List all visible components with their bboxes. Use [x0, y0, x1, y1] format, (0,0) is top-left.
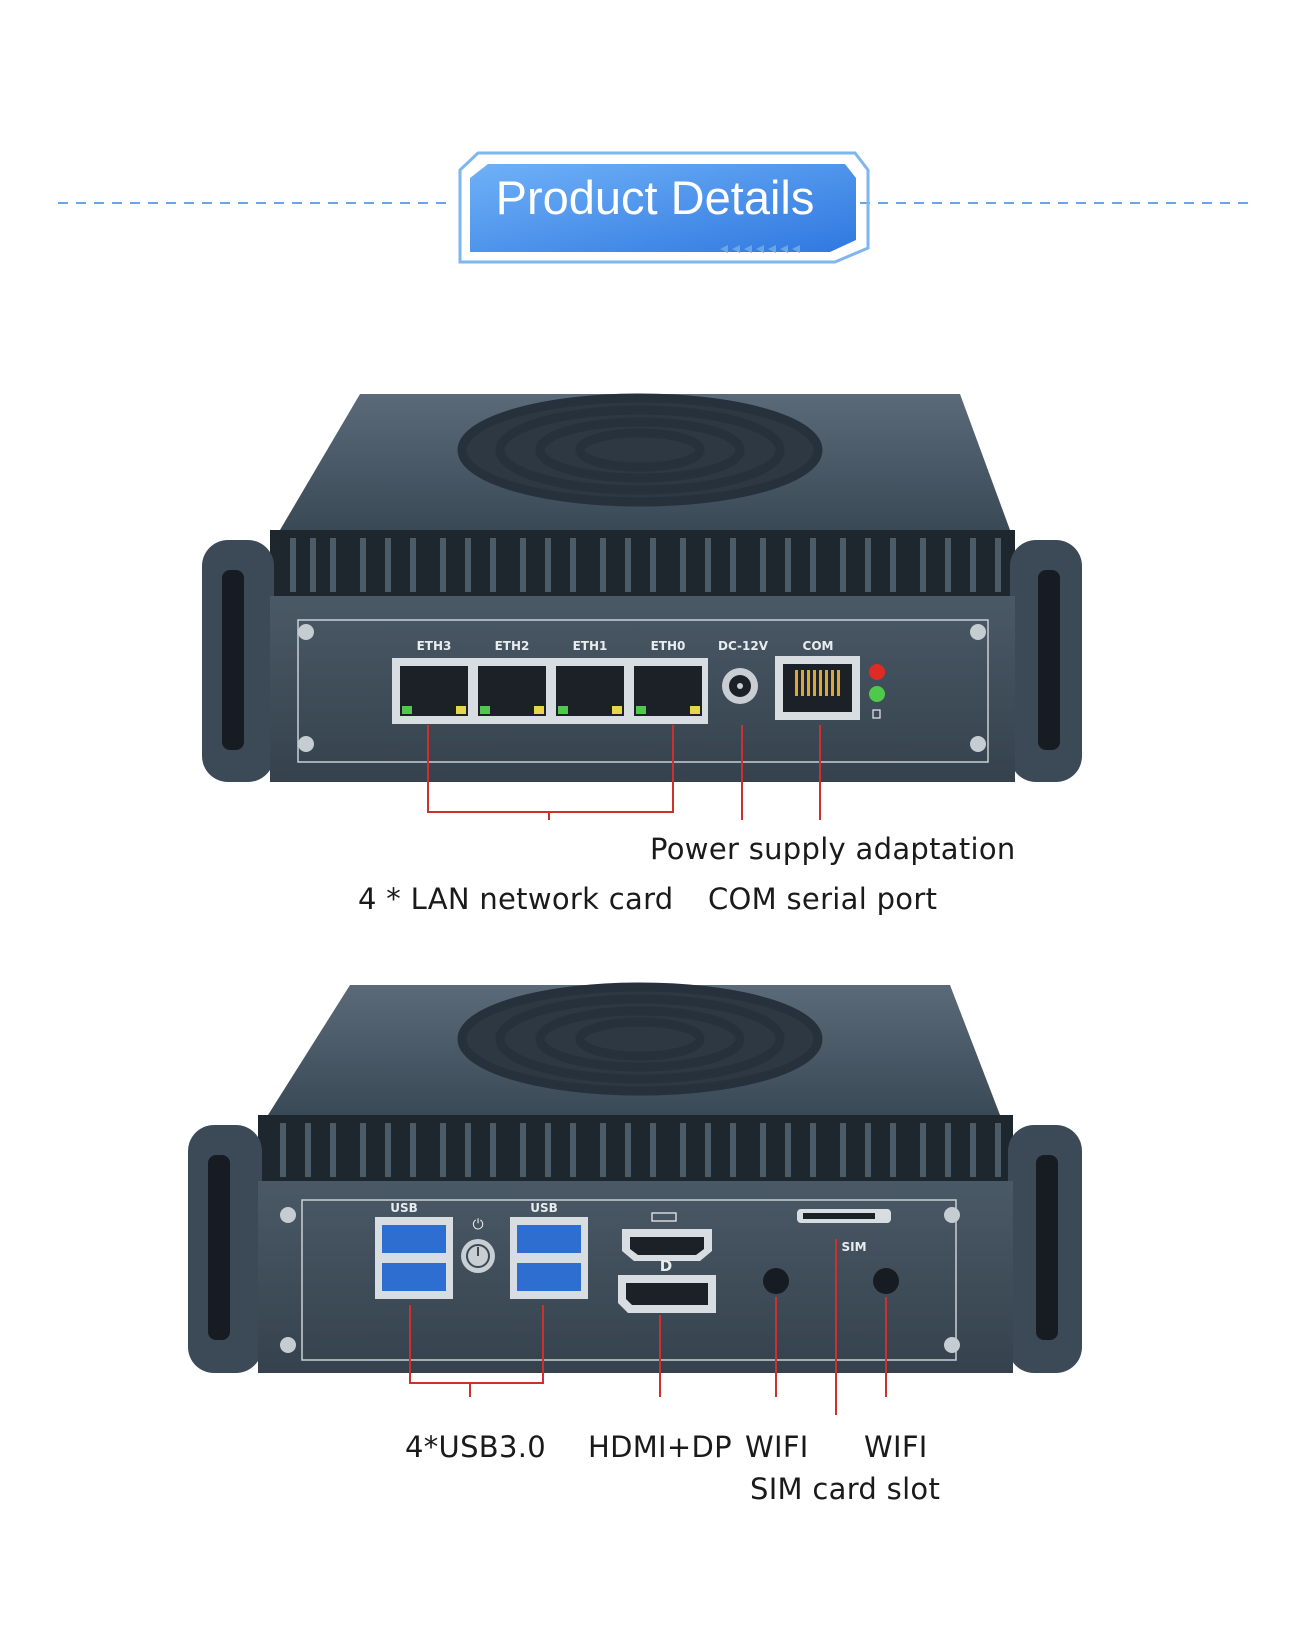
hdd-icon — [872, 709, 881, 719]
header-plate — [470, 164, 856, 252]
callout-wifi-right: WIFI — [864, 1430, 928, 1464]
callout-wifi-left: WIFI — [745, 1430, 809, 1464]
dp-logo-icon: D — [660, 1257, 672, 1275]
header-banner — [58, 151, 1250, 264]
page-title: Product Details — [495, 171, 815, 224]
callout-lan: 4 * LAN network card — [358, 882, 674, 916]
fan-grille-icon — [457, 982, 823, 1096]
label-dc: DC-12V — [718, 639, 769, 653]
label-eth3: ETH3 — [417, 639, 452, 653]
device-front-usb-view: ⏻ D USB USB SIM — [188, 982, 1082, 1415]
label-usb-right: USB — [530, 1201, 558, 1215]
header-frame-outer — [458, 151, 870, 264]
heatsink-fins — [270, 530, 1015, 596]
status-led-green-icon — [869, 686, 885, 702]
callout-power: Power supply adaptation — [650, 832, 1016, 866]
fan-grille-icon — [457, 393, 823, 507]
hdmi-logo-icon — [651, 1212, 677, 1222]
callout-usb: 4*USB3.0 — [405, 1430, 546, 1464]
callout-com: COM serial port — [708, 882, 938, 916]
label-eth2: ETH2 — [495, 639, 530, 653]
device-rear-lan-view: ETH3 ETH2 ETH1 ETH0 DC-12V COM — [202, 393, 1082, 820]
header-arrows-icon — [720, 245, 800, 253]
heatsink-fins — [258, 1115, 1013, 1181]
status-led-red-icon — [869, 664, 885, 680]
wifi-antenna-right-icon — [873, 1268, 899, 1294]
callout-hdmi-dp: HDMI+DP — [588, 1430, 732, 1464]
callout-sim-slot: SIM card slot — [750, 1472, 941, 1506]
screw-icon — [298, 624, 986, 752]
label-usb-left: USB — [390, 1201, 418, 1215]
label-eth0: ETH0 — [651, 639, 686, 653]
callout-lines-top — [427, 725, 821, 820]
label-eth1: ETH1 — [573, 639, 608, 653]
label-com: COM — [803, 639, 834, 653]
wifi-antenna-left-icon — [763, 1268, 789, 1294]
callout-lines-bottom — [409, 1239, 887, 1415]
screw-icon — [280, 1207, 960, 1353]
power-symbol-icon: ⏻ — [472, 1217, 483, 1233]
label-sim: SIM — [841, 1240, 866, 1254]
